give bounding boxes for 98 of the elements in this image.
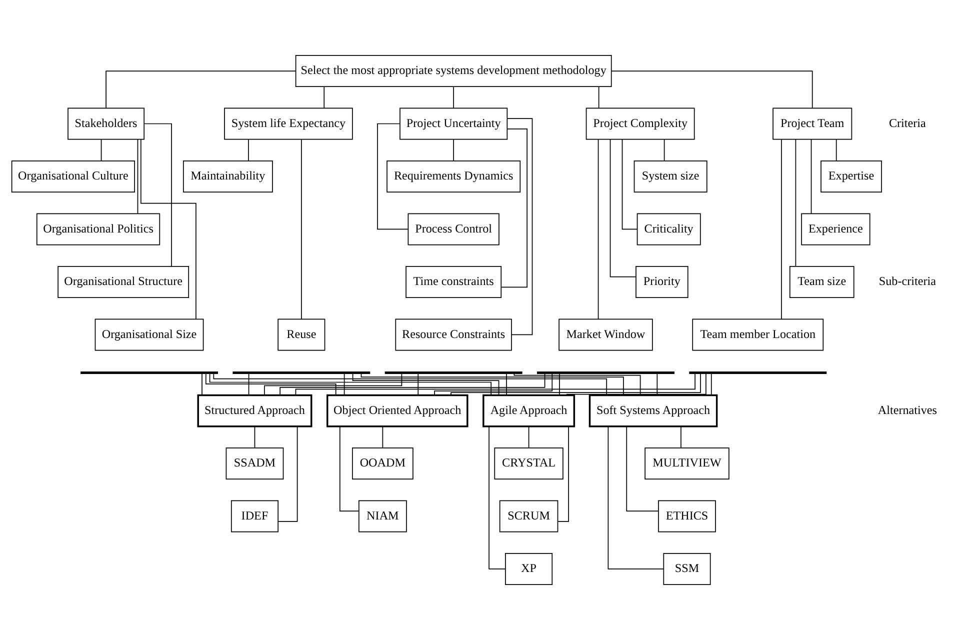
- node-box: IDEF: [230, 500, 279, 532]
- node-box: SSADM: [226, 447, 284, 479]
- node-box: Structured Approach: [197, 394, 312, 427]
- connector: [810, 138, 812, 214]
- node-box: Requirements Dynamics: [386, 160, 521, 192]
- label: Alternatives: [878, 402, 938, 416]
- connector: [506, 372, 507, 395]
- node-box: OOADM: [352, 447, 414, 479]
- node-box: XP: [505, 552, 553, 584]
- connector: [352, 373, 500, 395]
- node-box: Organisational Structure: [58, 265, 190, 298]
- node-box: System life Expectancy: [224, 107, 353, 140]
- node-box: Select the most appropriate systems development methodology: [295, 54, 612, 87]
- connector: [382, 426, 384, 448]
- node-box: Stakeholders: [68, 107, 145, 140]
- node-box: Criticality: [636, 212, 701, 245]
- node-box: Organisational Politics: [36, 212, 160, 245]
- node-bar: [384, 370, 522, 374]
- node-box: Organisational Size: [94, 318, 204, 350]
- connector: [488, 426, 506, 569]
- connector: [514, 373, 641, 396]
- connector: [608, 426, 664, 569]
- connector: [137, 138, 138, 214]
- connector: [278, 425, 298, 522]
- node-box: Team size: [789, 265, 854, 298]
- node-box: ETHICS: [658, 500, 716, 532]
- connector: [418, 372, 419, 395]
- node-box: Team member Location: [692, 318, 824, 350]
- connector: [710, 372, 712, 395]
- node-bar: [689, 370, 827, 374]
- connector: [254, 426, 256, 448]
- connector: [324, 86, 325, 108]
- node-bar: [80, 370, 218, 374]
- connector: [295, 372, 696, 395]
- connector: [144, 122, 172, 266]
- node-box: Agile Approach: [482, 394, 576, 427]
- node-box: Priority: [636, 265, 688, 298]
- connector: [213, 372, 608, 396]
- connector: [453, 86, 454, 108]
- connector: [360, 372, 624, 396]
- node-box: Soft Systems Approach: [588, 394, 718, 427]
- node-box: SSM: [663, 552, 711, 584]
- connector: [377, 122, 408, 230]
- node-box: Project Team: [772, 107, 852, 140]
- connector: [781, 138, 782, 319]
- node-box: SCRUM: [499, 500, 558, 532]
- connector: [248, 138, 249, 161]
- connector: [248, 372, 250, 395]
- connector: [598, 138, 599, 319]
- connector: [680, 426, 682, 448]
- connector: [558, 425, 569, 522]
- connector: [344, 372, 345, 395]
- connector: [453, 138, 454, 161]
- connector: [140, 138, 196, 320]
- connector: [301, 138, 302, 319]
- connector: [280, 372, 546, 395]
- node-box: NIAM: [358, 500, 407, 532]
- node-box: MULTIVIEW: [644, 447, 730, 479]
- connector: [339, 426, 360, 511]
- node-box: Process Control: [408, 212, 500, 245]
- connector: [106, 70, 296, 108]
- connector: [209, 372, 492, 396]
- node-bar: [537, 370, 674, 374]
- connector: [795, 138, 796, 266]
- label: Criteria: [888, 115, 926, 130]
- connector: [664, 138, 665, 161]
- connector: [622, 138, 638, 230]
- connector: [100, 138, 102, 161]
- node-box: Organisational Culture: [11, 160, 135, 192]
- node-box: Resource Constraints: [395, 318, 512, 350]
- node-box: Reuse: [278, 318, 326, 350]
- connector: [264, 373, 402, 395]
- connector: [626, 426, 659, 511]
- connector: [566, 372, 706, 395]
- node-box: CRYSTAL: [494, 447, 564, 479]
- node-box: Object Oriented Approach: [326, 394, 468, 427]
- connector: [610, 138, 636, 277]
- connector: [656, 372, 658, 395]
- connector: [506, 118, 533, 335]
- connector: [559, 372, 560, 395]
- node-box: Time constraints: [406, 265, 502, 298]
- node-box: Project Uncertainty: [400, 107, 508, 140]
- connector: [611, 70, 813, 108]
- node-box: Market Window: [558, 318, 653, 350]
- connector: [598, 86, 600, 108]
- connector: [205, 372, 336, 396]
- connector: [500, 128, 528, 288]
- node-box: Project Complexity: [586, 107, 695, 140]
- node-box: Maintainability: [182, 160, 273, 192]
- connector: [450, 372, 701, 396]
- connector: [528, 426, 530, 448]
- label: Sub-criteria: [878, 274, 936, 288]
- connector: [836, 138, 837, 161]
- connector: [434, 372, 553, 396]
- node-box: System size: [634, 160, 708, 192]
- node-box: Experience: [801, 212, 870, 245]
- node-bar: [232, 370, 370, 374]
- node-box: Expertise: [820, 160, 882, 192]
